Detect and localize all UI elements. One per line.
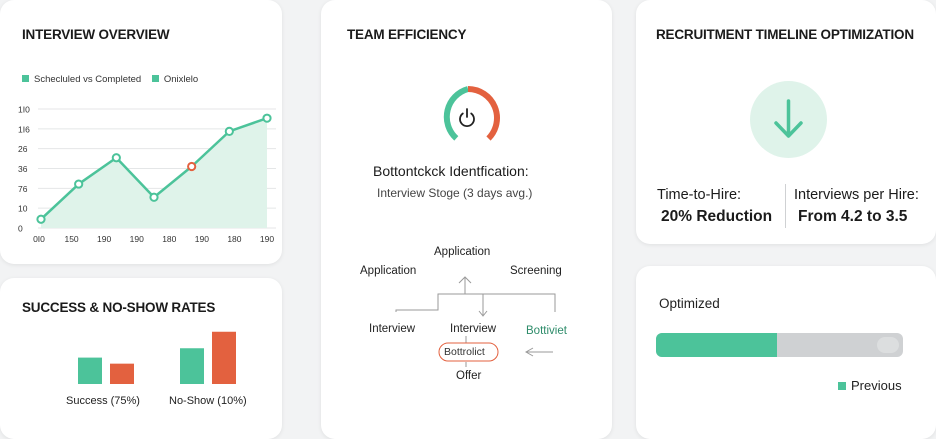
flow-diagram-lines [395,276,556,367]
line-chart-point-highlight [187,161,197,172]
gauge-arc-green [443,86,469,141]
flow-node-bottleneck-box-label: Bottrolict [444,346,485,358]
recruitment-timeline-card: RECRUITMENT TIMELINE OPTIMIZATION Time-t… [636,0,936,244]
gauge-arc-orange [467,86,500,141]
previous-legend-label: Previous [851,378,902,393]
flow-node-screening: Screening [510,265,562,277]
bottleneck-box [438,342,499,362]
bar-label-success: Success (75%) [66,395,140,407]
bar [180,348,204,384]
legend-swatch-onixlelo [151,75,159,82]
line-chart-point [224,126,234,136]
previous-legend-swatch [838,382,846,390]
team-efficiency-title: TEAM EFFICIENCY [347,27,467,42]
optimized-card: Optimized Previous [636,266,936,439]
efficiency-gauge [443,86,500,141]
time-to-hire-label: Time-to-Hire: [657,187,742,203]
metric-divider [785,184,786,228]
x-tick-label: 180 [162,234,176,244]
interview-line-chart: 1I0 1I6 26 36 76 10 0 0I0 150 190 190 180 190 180 190 [18,105,276,244]
y-tick-label: 36 [18,164,28,174]
flow-node-interview-mid: Interview [450,323,497,335]
legend-label-onixlelo: Onixlelo [163,74,199,85]
arrow-down-badge [750,81,827,158]
y-tick-label: 10 [18,204,28,214]
recruitment-timeline-title: RECRUITMENT TIMELINE OPTIMIZATION [656,27,914,42]
success-bar-chart [78,331,236,384]
bar-label-noshow: No-Show (10%) [169,395,247,407]
flow-node-interview-left: Interview [369,323,416,335]
legend-label-scheduled: Schecluled vs Completed [34,74,142,85]
line-chart-point [149,192,159,202]
x-tick-label: 190 [130,234,144,244]
line-chart-point [262,113,272,123]
time-to-hire-value: 20% Reduction [661,208,773,225]
optimized-label: Optimized [659,296,720,311]
bottleneck-subheading: Interview Stoge (3 days avg.) [377,186,533,200]
y-tick-label: 76 [18,184,28,194]
line-chart-point [111,153,121,163]
y-tick-label: 26 [18,144,28,154]
x-tick-label: 190 [195,234,209,244]
x-tick-label: 180 [227,234,241,244]
line-chart-area [41,118,267,228]
optimized-progress-track [656,333,903,357]
flow-node-offer: Offer [456,370,482,382]
flow-node-application-left: Application [360,265,417,277]
team-efficiency-card: TEAM EFFICIENCY Bottontckck Identficatio… [321,0,612,439]
interviews-per-hire-value: From 4.2 to 3.5 [798,208,908,225]
legend-swatch-scheduled [22,75,29,82]
flow-node-application-top: Application [434,246,491,258]
x-tick-label: 190 [260,234,274,244]
line-chart-point [74,179,84,189]
x-tick-label: 0I0 [33,234,45,244]
flow-node-bottleneck-right: Bottiviet [526,325,567,337]
interviews-per-hire-label: Interviews per Hire: [794,187,919,203]
y-tick-label: 0 [18,224,23,234]
previous-legend: Previous [838,378,902,393]
success-rates-card: SUCCESS & NO-SHOW RATES Success (75%) No… [0,278,282,439]
y-tick-label: 1I6 [18,124,30,134]
x-tick-label: 190 [97,234,111,244]
success-rates-title: SUCCESS & NO-SHOW RATES [22,300,216,315]
interview-overview-title: INTERVIEW OVERVIEW [22,27,170,42]
bar [110,363,134,384]
bar [78,357,102,384]
x-tick-label: 150 [64,234,78,244]
progress-handle [877,337,899,353]
line-chart-legend: Schecluled vs Completed Onixlelo [22,74,198,85]
arrow-down-icon [774,99,803,138]
power-icon [459,108,475,127]
optimized-progress-fill [656,333,778,357]
bottleneck-heading: Bottontckck Identfication: [373,163,529,179]
y-tick-label: 1I0 [18,105,30,115]
interview-overview-card: INTERVIEW OVERVIEW Schecluled vs Complet… [0,0,282,264]
line-chart-point [36,214,46,224]
bar [212,331,236,384]
